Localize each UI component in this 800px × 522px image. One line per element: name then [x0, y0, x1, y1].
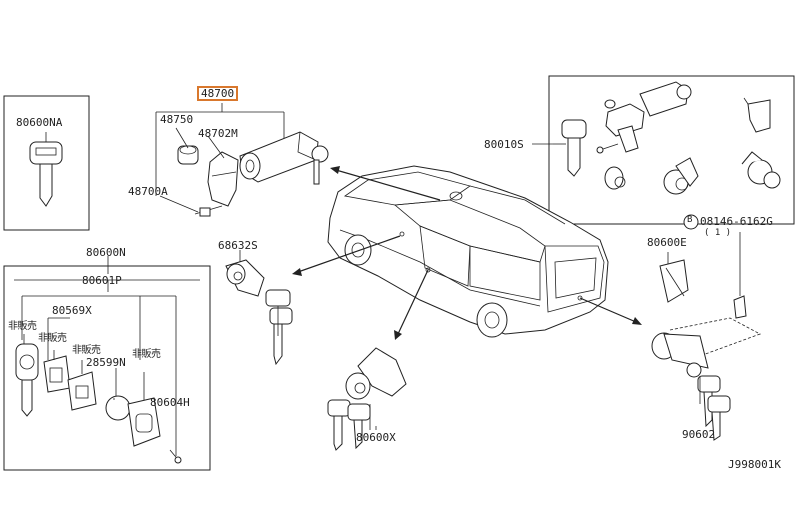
label-bolt-qty: ( 1 ) — [704, 228, 732, 238]
leader-lines — [23, 143, 553, 430]
label-not-for-sale-4: 非販売 — [132, 349, 161, 360]
label-68632S: 68632S — [218, 239, 258, 252]
label-08146-6162G: 08146-6162G — [700, 215, 773, 228]
bolt-b-circle — [683, 214, 699, 230]
key-80600NA — [29, 132, 63, 207]
kit-80010S-parts — [553, 81, 781, 195]
label-80600X: 80600X — [356, 431, 396, 444]
callout-arrows — [292, 166, 642, 340]
label-48702M: 48702M — [198, 127, 238, 140]
ignition-lock-assembly — [155, 103, 329, 217]
door-lock-80600X — [327, 347, 407, 451]
box-80600N — [3, 265, 211, 471]
label-90602: 90602 — [682, 428, 716, 441]
label-28599N: 28599N — [86, 356, 126, 369]
label-not-for-sale-2: 非販売 — [38, 333, 67, 344]
label-48750: 48750 — [160, 113, 194, 126]
label-80604H: 80604H — [150, 396, 190, 409]
box-80010S — [548, 75, 795, 225]
label-80010S: 80010S — [484, 138, 524, 151]
label-48700: 48700 — [196, 86, 239, 101]
key-set-80600N — [14, 256, 200, 464]
label-not-for-sale-1: 非販売 — [8, 321, 37, 332]
label-bolt-b: B — [687, 215, 693, 225]
box-80600NA — [3, 95, 90, 231]
label-80601P: 80601P — [82, 274, 122, 287]
label-80600NA: 80600NA — [16, 116, 63, 129]
drawing-id: J998001K — [728, 458, 781, 471]
label-80600E: 80600E — [647, 236, 687, 249]
label-80600N: 80600N — [86, 246, 126, 259]
label-80569X: 80569X — [52, 304, 92, 317]
glove-box-lock-68632S — [225, 250, 293, 366]
back-door-lock-90602 — [651, 232, 761, 441]
label-not-for-sale-3: 非販売 — [72, 345, 101, 356]
vehicle-illustration — [327, 165, 609, 338]
label-48700A: 48700A — [128, 185, 168, 198]
